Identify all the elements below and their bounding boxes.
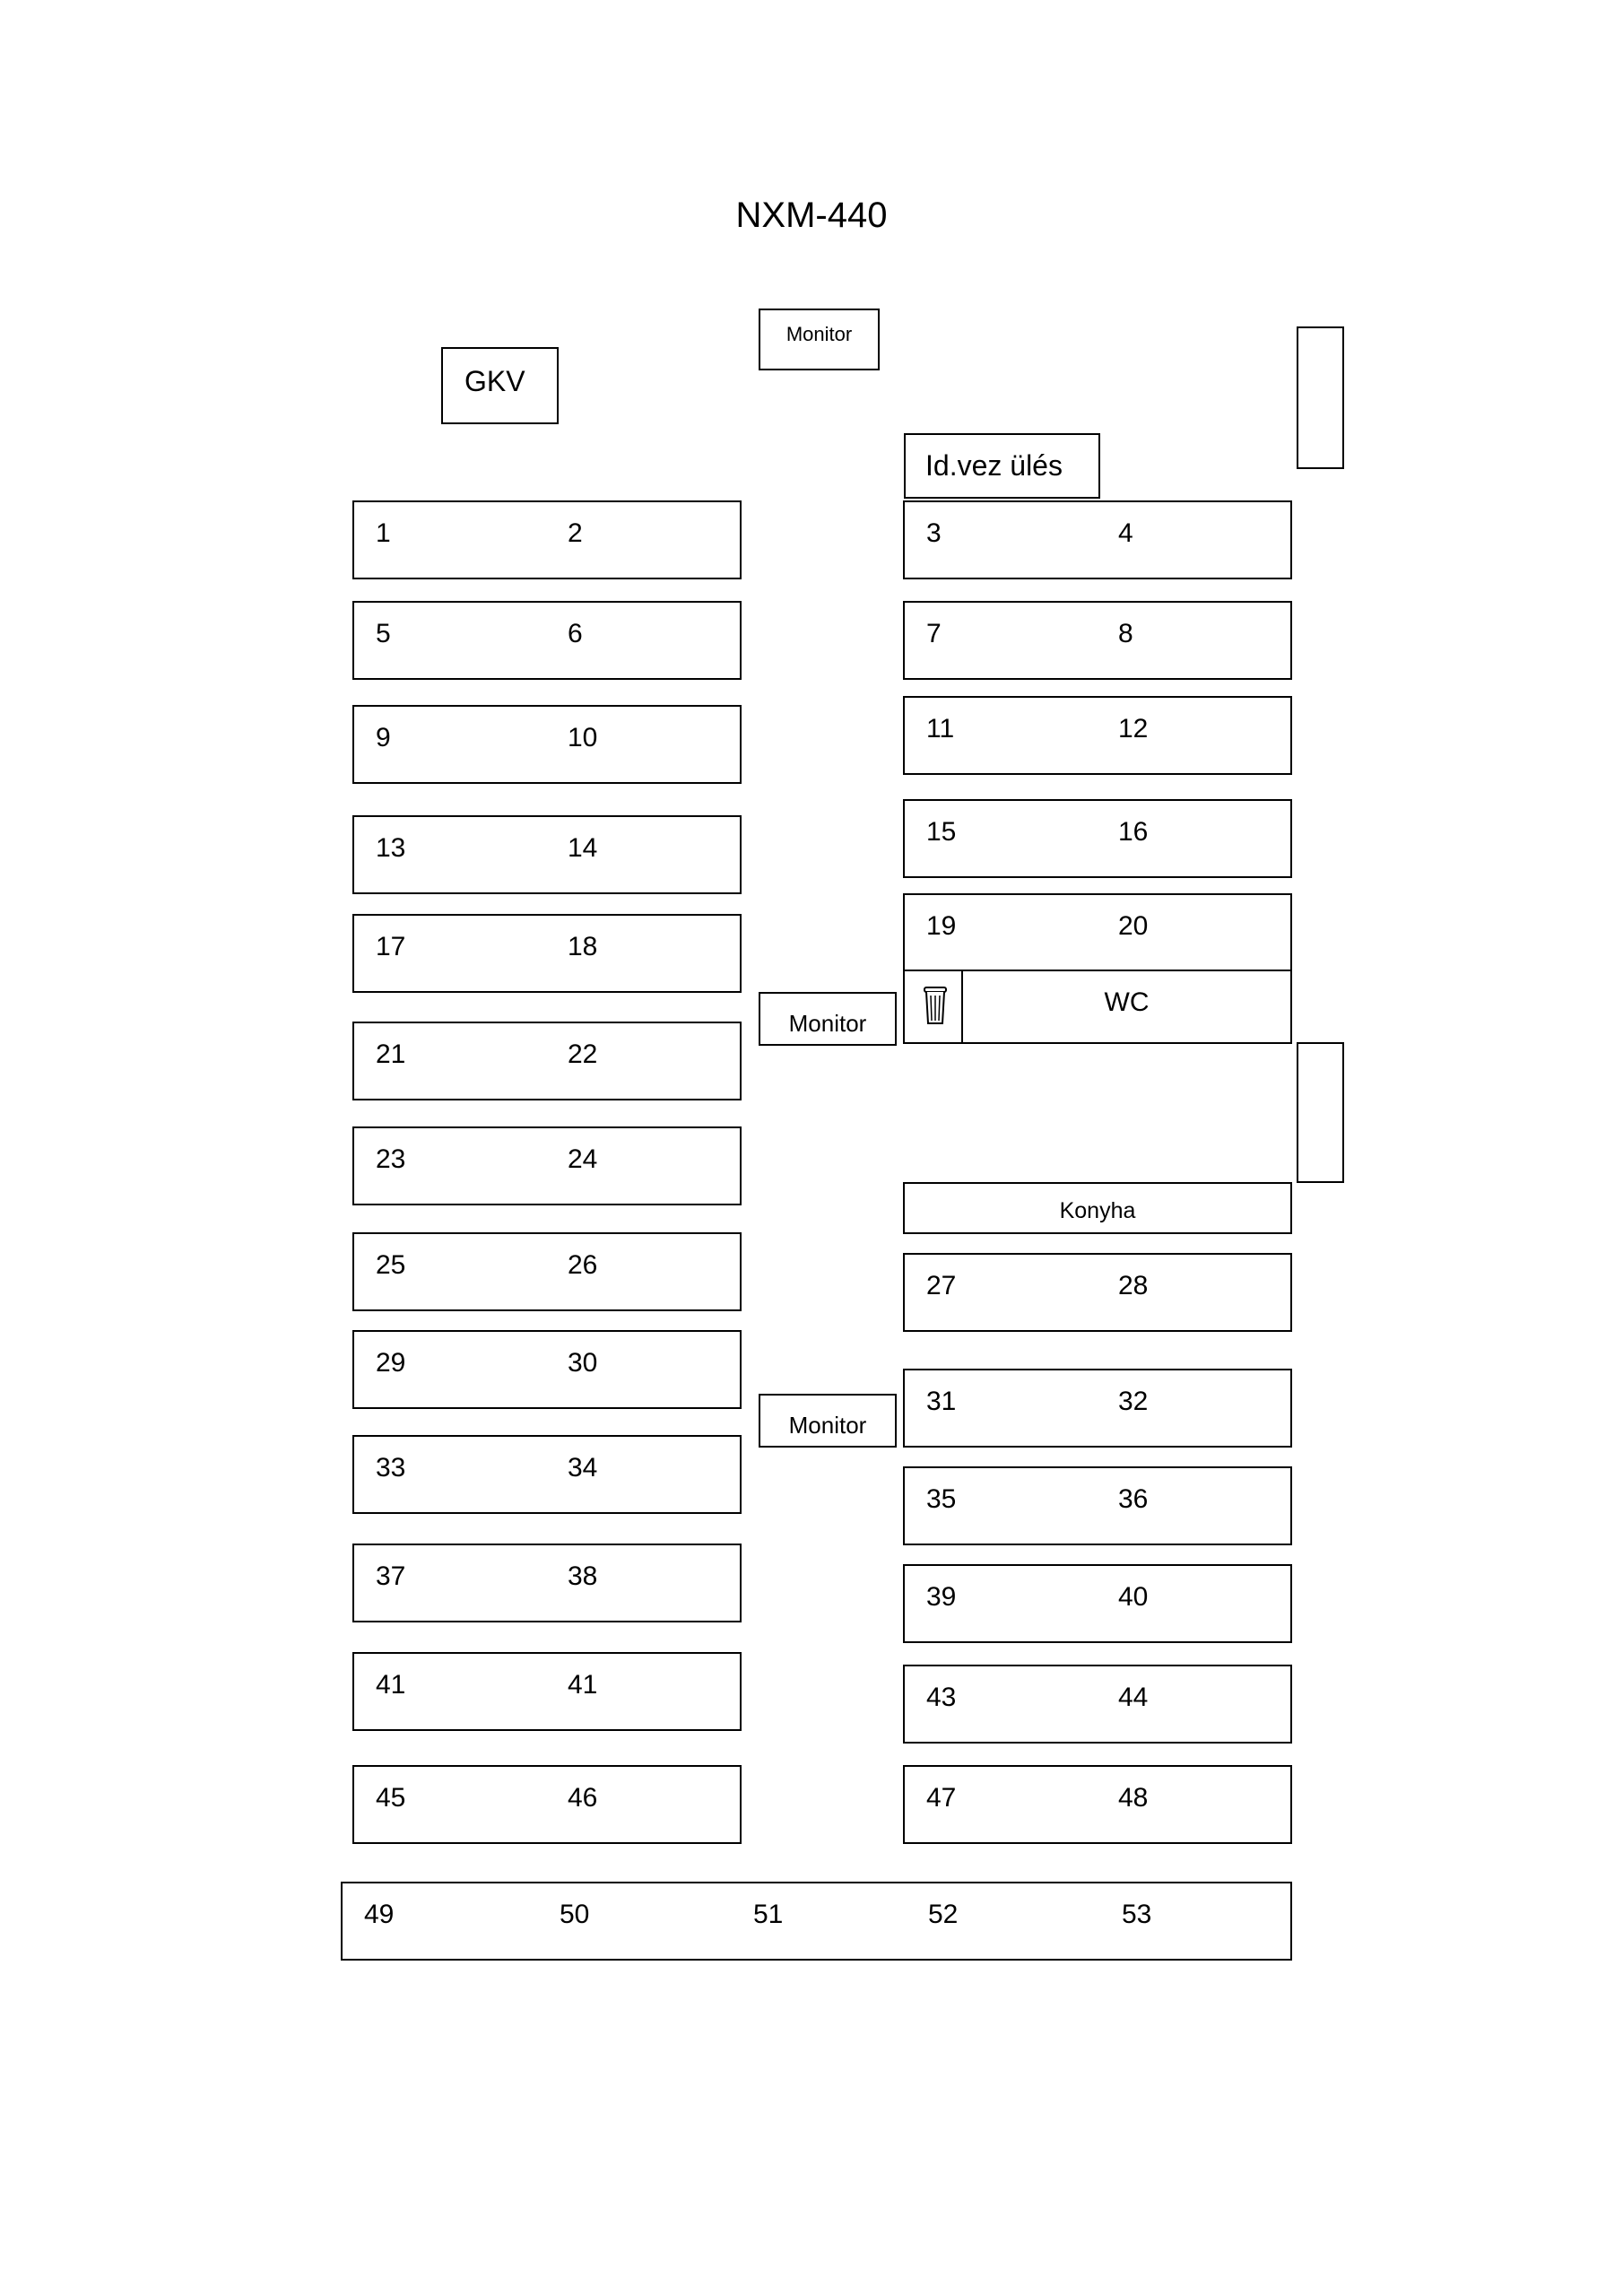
seat-33: 33 [352,1435,548,1514]
seat-41: 41 [352,1652,548,1731]
seat-31: 31 [903,1369,1098,1448]
seat-3: 3 [903,500,1098,579]
seat-19: 19 [903,893,1098,972]
seat-35: 35 [903,1466,1098,1545]
seat-43: 43 [903,1665,1098,1744]
gkv-box: GKV [441,347,559,424]
seat-23: 23 [352,1126,548,1205]
seat-44: 44 [1097,1665,1292,1744]
seat-11: 11 [903,696,1098,775]
seat-49: 49 [341,1882,540,1961]
seat-40: 40 [1097,1564,1292,1643]
seat-5: 5 [352,601,548,680]
seat-37: 37 [352,1544,548,1622]
seat-36: 36 [1097,1466,1292,1545]
seat-8: 8 [1097,601,1292,680]
seat-16: 16 [1097,799,1292,878]
trash-can-icon [924,987,947,1024]
seat-2: 2 [546,500,742,579]
seat-6: 6 [546,601,742,680]
trash-cell [903,970,963,1044]
door-mid-right [1297,1042,1344,1183]
seat-34: 34 [546,1435,742,1514]
seat-9: 9 [352,705,548,784]
seat-4: 4 [1097,500,1292,579]
seat-38: 38 [546,1544,742,1622]
seat-1: 1 [352,500,548,579]
seat-51: 51 [732,1882,908,1961]
seat-12: 12 [1097,696,1292,775]
seat-32: 32 [1097,1369,1292,1448]
seat-24: 24 [546,1126,742,1205]
seat-45: 45 [352,1765,548,1844]
seat-46: 46 [546,1765,742,1844]
seat-50: 50 [538,1882,733,1961]
seat-22: 22 [546,1022,742,1100]
seat-39: 39 [903,1564,1098,1643]
seat-27: 27 [903,1253,1098,1332]
seat-25: 25 [352,1232,548,1311]
id-vez-seat: Id.vez ülés [904,433,1100,499]
door-top-right [1297,326,1344,469]
monitor-low: Monitor [759,1394,897,1448]
monitor-mid: Monitor [759,992,897,1046]
seat-30: 30 [546,1330,742,1409]
seat-13: 13 [352,815,548,894]
seat-7: 7 [903,601,1098,680]
seat-28: 28 [1097,1253,1292,1332]
seat-10: 10 [546,705,742,784]
seat-41: 41 [546,1652,742,1731]
seat-15: 15 [903,799,1098,878]
seat-18: 18 [546,914,742,993]
seat-48: 48 [1097,1765,1292,1844]
seat-53: 53 [1100,1882,1292,1961]
monitor-top: Monitor [759,309,880,370]
seat-47: 47 [903,1765,1098,1844]
bus-title: NXM-440 [735,196,888,235]
seat-14: 14 [546,815,742,894]
seat-29: 29 [352,1330,548,1409]
seat-20: 20 [1097,893,1292,972]
wc-box: WC [961,970,1292,1044]
seat-52: 52 [907,1882,1102,1961]
seat-17: 17 [352,914,548,993]
seat-21: 21 [352,1022,548,1100]
konyha-box: Konyha [903,1182,1292,1234]
seat-26: 26 [546,1232,742,1311]
